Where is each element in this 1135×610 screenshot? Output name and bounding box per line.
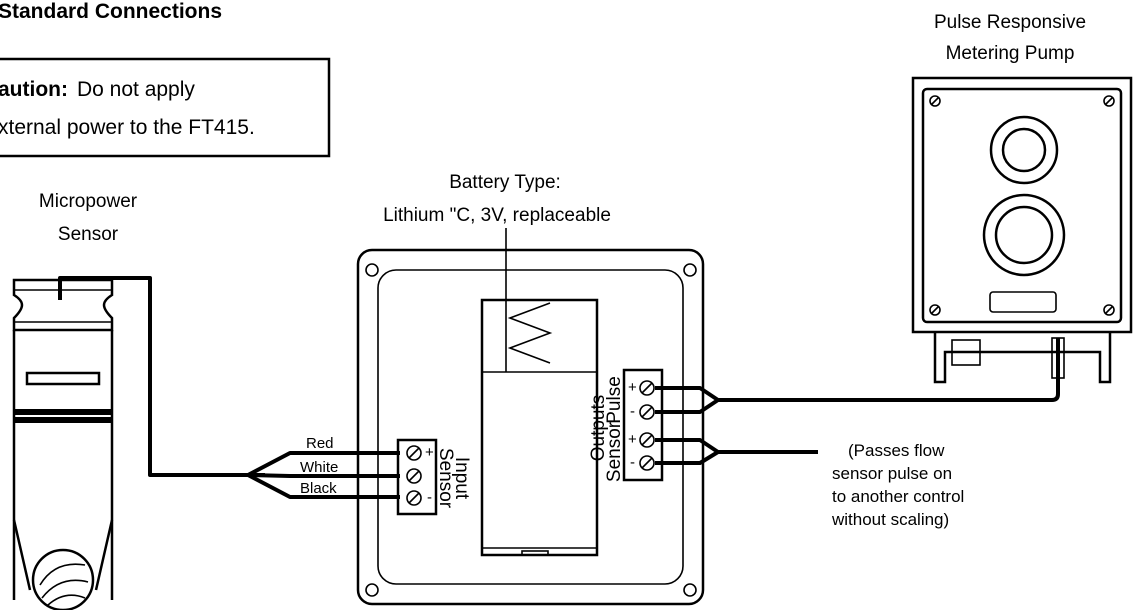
wire-white	[249, 473, 400, 478]
wire-label-white: White	[300, 459, 338, 476]
sensor-input-label-line2: Input	[451, 457, 472, 500]
caution-line1: Do not apply	[77, 78, 195, 101]
sensor-label-line1: Micropower	[39, 191, 138, 212]
caution-text-line1: aution: Do not apply	[0, 78, 195, 101]
sensor-label-line2: Sensor	[58, 224, 119, 245]
pump-label-line2: Metering Pump	[946, 43, 1075, 64]
pulse-output-wire	[655, 338, 1060, 414]
battery	[480, 298, 599, 557]
sensor-out-minus-sign: -	[630, 454, 635, 471]
wire-label-red: Red	[306, 435, 334, 452]
caution-label: aution:	[0, 78, 68, 101]
sensor-input-terminal-block	[396, 438, 438, 516]
battery-label-line1: Battery Type:	[449, 172, 561, 193]
caution-line2: xternal power to the FT415.	[0, 116, 255, 139]
metering-pump	[911, 76, 1133, 384]
sensor-input-minus-sign: -	[427, 489, 432, 506]
wire-black	[247, 473, 400, 499]
pulse-plus-sign: +	[628, 379, 637, 396]
diagram-title: Standard Connections	[0, 0, 222, 23]
passes-note-line1: (Passes flow	[848, 441, 945, 460]
micropower-sensor	[12, 278, 114, 610]
caution-box	[0, 57, 331, 158]
pulse-minus-sign: -	[630, 403, 635, 420]
sensor-input-label-line1: Sensor	[435, 448, 456, 509]
sensor-out-plus-sign: +	[628, 431, 637, 448]
outputs-terminal-block	[622, 368, 664, 482]
battery-label-line2: Lithium "C, 3V, replaceable	[383, 205, 611, 226]
sensor-cable	[58, 276, 265, 477]
controller-enclosure: + - Sensor Input + - + - Outputs Sensor …	[356, 228, 705, 606]
outputs-sensor-label: Sensor	[604, 421, 625, 482]
outputs-label: Outputs	[588, 395, 609, 462]
sensor-input-plus-sign: +	[425, 444, 434, 461]
pump-label-line1: Pulse Responsive	[934, 12, 1086, 33]
wire-red	[247, 451, 400, 477]
outputs-pulse-label: Pulse	[604, 376, 625, 424]
passes-note-line4: without scaling)	[831, 510, 949, 529]
wire-label-black: Black	[300, 480, 337, 497]
sensor-output-wire	[655, 438, 818, 465]
passes-note-line3: to another control	[832, 487, 964, 506]
passes-note-line2: sensor pulse on	[832, 464, 952, 483]
